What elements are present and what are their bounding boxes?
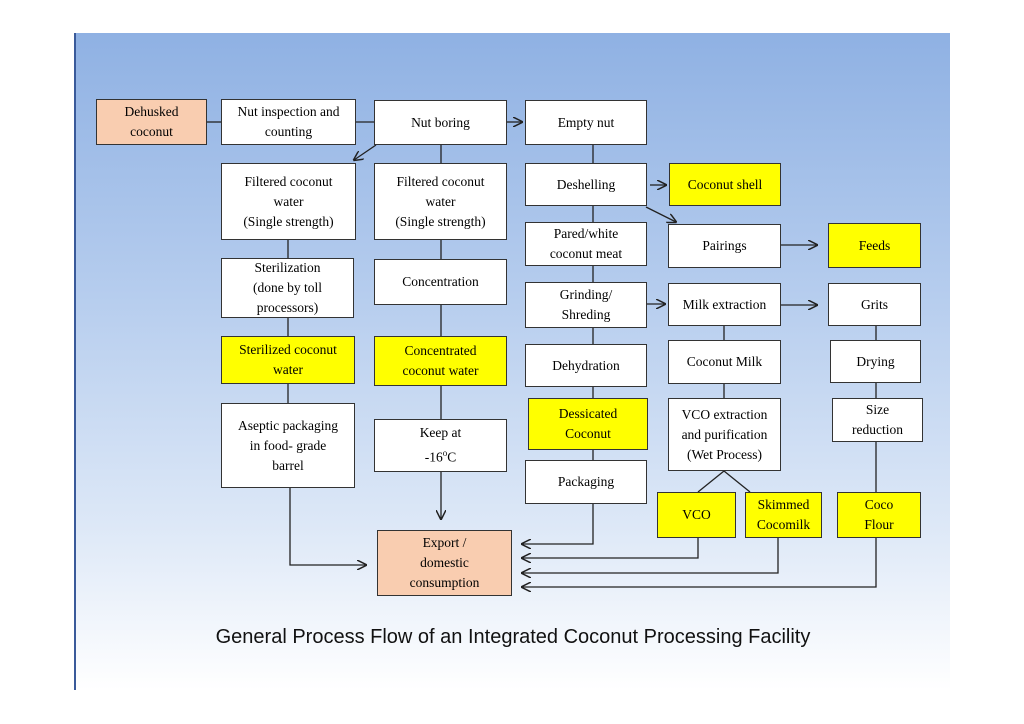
link-flour-export [522, 538, 877, 587]
keep-at-label: Keep at [419, 425, 462, 441]
node-filtered-water-2: Filtered coconut water (Single strength) [374, 163, 507, 240]
node-pairings: Pairings [668, 224, 781, 268]
node-coco-flour: Coco Flour [837, 492, 921, 538]
link-vcoext-vco [697, 470, 725, 493]
node-filtered-water-1: Filtered coconut water (Single strength) [221, 163, 356, 240]
keep-at-temperature: -16oC [424, 448, 457, 465]
node-size-reduction: Size reduction [832, 398, 923, 442]
node-feeds: Feeds [828, 223, 921, 268]
link-vcoext-skimmed [723, 470, 751, 493]
node-grinding-shreding: Grinding/ Shreding [525, 282, 647, 328]
node-concentration: Concentration [374, 259, 507, 305]
slide-left-edge [74, 33, 76, 690]
node-packaging: Packaging [525, 460, 647, 504]
node-coconut-milk: Coconut Milk [668, 340, 781, 384]
node-vco: VCO [657, 492, 736, 538]
link-aseptic-export [289, 488, 366, 565]
node-concentrated-coconut-water: Concentrated coconut water [374, 336, 507, 386]
node-aseptic-packaging: Aseptic packaging in food- grade barrel [221, 403, 355, 488]
node-dehydration: Dehydration [525, 344, 647, 387]
node-dehusked-coconut: Dehusked coconut [96, 99, 207, 145]
link-packaging-export [522, 504, 594, 544]
node-vco-extraction: VCO extraction and purification (Wet Pro… [668, 398, 781, 471]
link-skimmed-export [522, 538, 779, 573]
node-coconut-shell: Coconut shell [669, 163, 781, 206]
node-sterilized-coconut-water: Sterilized coconut water [221, 336, 355, 384]
node-deshelling: Deshelling [525, 163, 647, 206]
node-pared-coconut-meat: Pared/white coconut meat [525, 222, 647, 266]
diagram-caption: General Process Flow of an Integrated Co… [215, 626, 811, 648]
node-nut-boring: Nut boring [374, 100, 507, 145]
node-drying: Drying [830, 340, 921, 383]
link-vco-export [522, 538, 699, 558]
node-empty-nut: Empty nut [525, 100, 647, 145]
link-boring-filtered1 [354, 144, 377, 160]
node-milk-extraction: Milk extraction [668, 283, 781, 326]
node-grits: Grits [828, 283, 921, 326]
node-nut-inspection: Nut inspection and counting [221, 99, 356, 145]
node-export-domestic: Export / domestic consumption [377, 530, 512, 596]
node-skimmed-cocomilk: Skimmed Cocomilk [745, 492, 822, 538]
node-sterilization: Sterilization (done by toll processors) [221, 258, 354, 318]
node-dessicated-coconut: Dessicated Coconut [528, 398, 648, 450]
node-keep-at: Keep at -16oC [374, 419, 507, 472]
link-deshelling-pairings [645, 206, 676, 222]
